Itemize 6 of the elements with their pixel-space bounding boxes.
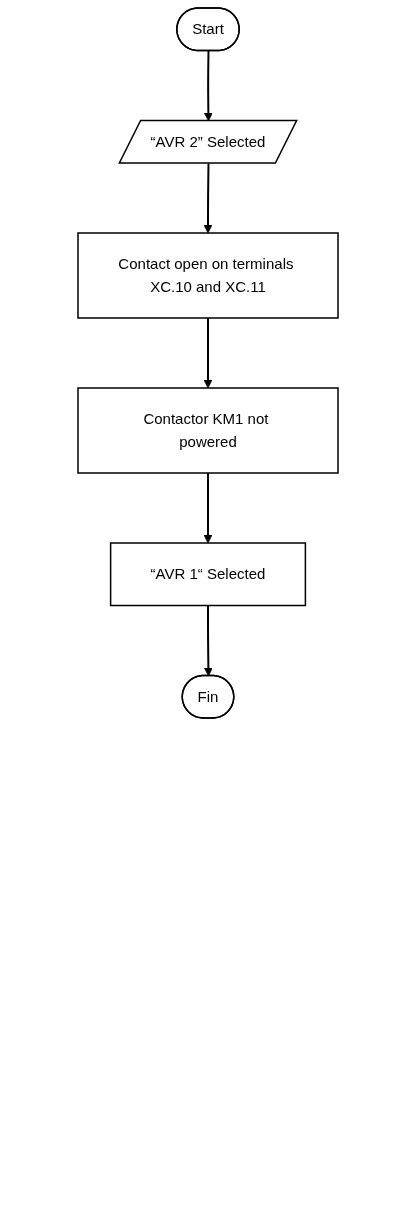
node-box: Contact open on terminals XC.10 and XC.11 (76, 232, 339, 319)
arrow (203, 317, 212, 389)
arrow (203, 472, 212, 544)
node-box: “AVR 1“ Selected (109, 542, 306, 607)
node-box: Contactor KM1 not powered (76, 387, 339, 474)
arrow (203, 604, 213, 677)
